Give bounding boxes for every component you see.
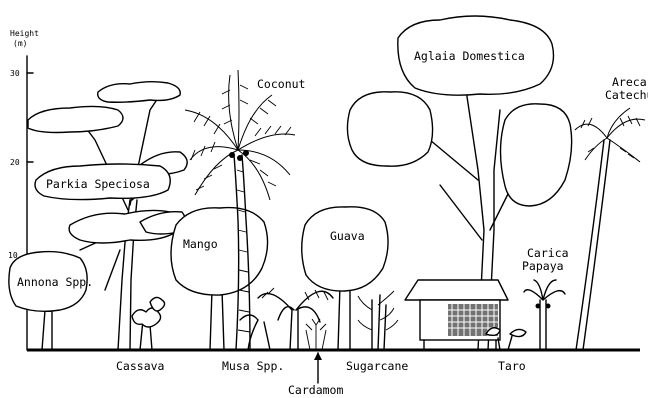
label-annona: Annona Spp. [17,275,93,289]
tick-label-30: 30 [10,69,20,78]
tick-label-20: 20 [10,158,20,167]
areca-catechu-palm: Areca Catechu [575,75,648,350]
sugarcane-plant: Sugarcane [346,291,408,373]
axis-unit: (m) [13,39,27,48]
label-guava: Guava [330,229,365,243]
label-cassava: Cassava [116,359,164,373]
label-sugarcane: Sugarcane [346,359,408,373]
label-coconut: Coconut [257,77,305,91]
label-mango: Mango [183,237,218,251]
guava-tree: Guava [302,207,388,350]
carica-papaya: Carica Papaya [522,246,569,350]
mango-tree: Mango [171,208,268,350]
musa-plant [240,288,333,350]
label-musa: Musa Spp. [222,359,284,373]
label-carica: Carica [527,246,569,260]
cassava-plant: Cassava [116,297,165,373]
label-parkia-speciosa: Parkia Speciosa [46,177,150,191]
house [405,280,508,350]
annona-tree: Annona Spp. [9,252,93,350]
label-aglaia-domestica: Aglaia Domestica [414,49,525,63]
label-catechu: Catechu [605,88,648,102]
label-taro: Taro [498,359,526,373]
label-cardamom: Cardamom [288,383,343,397]
label-papaya: Papaya [522,259,564,273]
axis-title: Height [10,29,39,38]
cardamom-plant: Cardamom [288,319,343,397]
label-areca: Areca [612,75,647,89]
